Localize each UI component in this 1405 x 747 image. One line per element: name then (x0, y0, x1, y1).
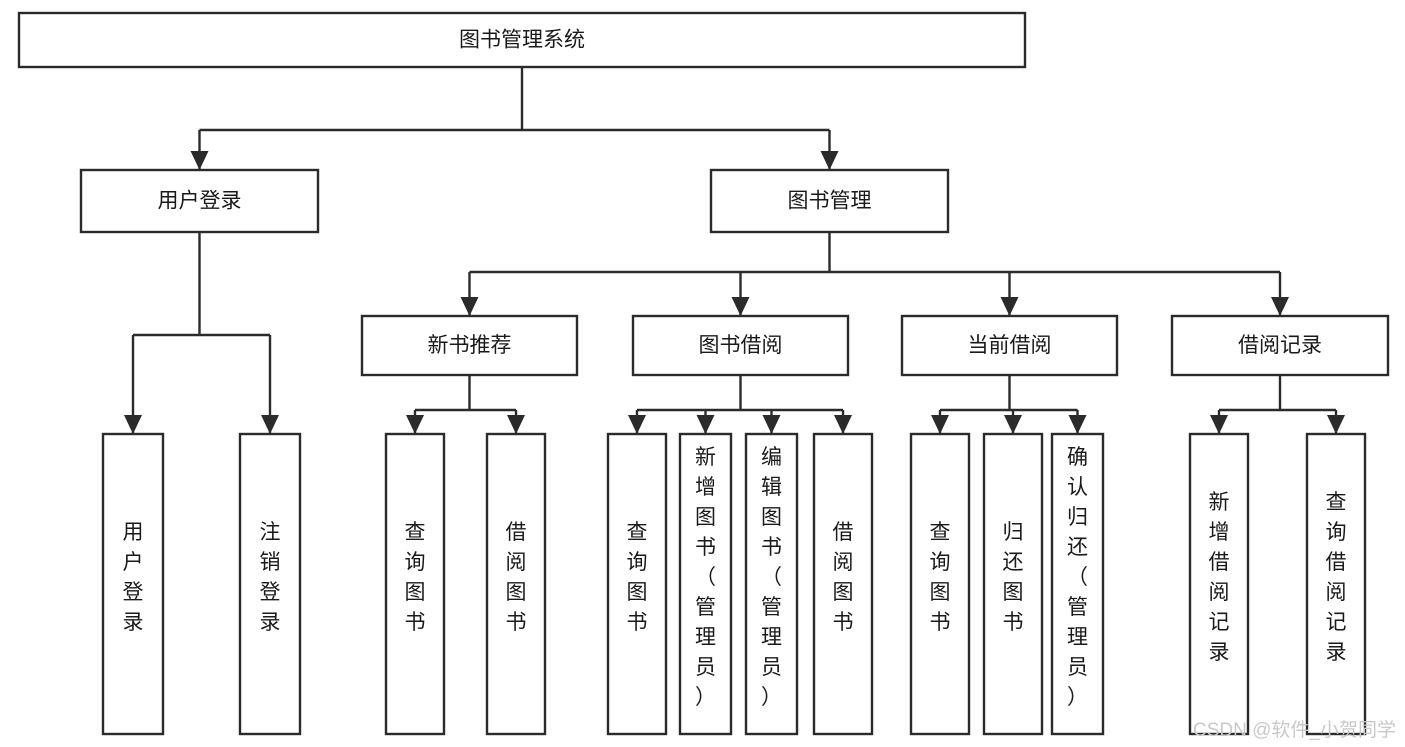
node-leaf-logout[interactable]: 注销登录 (238, 432, 302, 736)
node-box-current-borrow (900, 314, 1119, 377)
node-label-leaf-user-login: 用户登录 (123, 521, 144, 634)
node-label-leaf-query-book-current: 查询图书 (930, 521, 951, 634)
node-label-leaf-return-book: 归还图书 (1003, 521, 1024, 634)
node-leaf-add-borrow-record[interactable]: 新增借阅记录 (1188, 432, 1250, 736)
node-box-leaf-query-book-current (909, 432, 971, 736)
node-leaf-add-book[interactable]: 新增图书（管理员） (678, 432, 733, 736)
node-label-leaf-query-book-borrow: 查询图书 (627, 521, 648, 634)
node-box-borrow-record (1170, 314, 1390, 377)
conn-borrow-record-arrow-0 (1210, 415, 1228, 434)
node-book-manage[interactable]: 图书管理 (709, 168, 950, 234)
node-label-new-book-recommend: 新书推荐 (428, 334, 512, 357)
node-leaf-edit-book[interactable]: 编辑图书（管理员） (744, 432, 799, 736)
node-box-book-manage (709, 168, 950, 234)
node-box-leaf-edit-book (744, 432, 799, 736)
node-box-user-login (79, 168, 320, 234)
csdn-watermark: CSDN @软件_小贺同学 (1193, 719, 1396, 741)
conn-book-borrow-arrow-0 (628, 415, 646, 434)
conn-bookmanage-arrow-3 (1271, 297, 1289, 316)
node-box-new-book-recommend (360, 314, 579, 377)
node-label-root: 图书管理系统 (459, 29, 585, 52)
node-box-book-borrow (631, 314, 850, 377)
node-box-leaf-add-book (678, 432, 733, 736)
node-label-leaf-logout: 注销登录 (260, 521, 281, 634)
node-current-borrow[interactable]: 当前借阅 (900, 314, 1119, 377)
node-label-user-login: 用户登录 (158, 190, 242, 213)
conn-root-arrow-0 (190, 151, 209, 170)
node-leaf-borrow-book-rec[interactable]: 借阅图书 (485, 432, 547, 736)
conn-bookmanage-arrow-1 (731, 297, 750, 316)
conn-userlogin-arrow-0 (124, 415, 142, 434)
node-leaf-query-book-rec[interactable]: 查询图书 (384, 432, 446, 736)
conn-book-borrow-arrow-2 (762, 415, 781, 434)
node-box-leaf-user-login (101, 432, 165, 736)
conn-bookmanage-arrow-0 (460, 297, 479, 316)
node-box-leaf-return-book (982, 432, 1044, 736)
conn-book-borrow-arrow-1 (696, 415, 715, 434)
node-label-borrow-record: 借阅记录 (1238, 334, 1322, 357)
node-leaf-query-borrow-record[interactable]: 查询借阅记录 (1305, 432, 1367, 736)
conn-book-borrow-arrow-3 (834, 415, 852, 434)
node-box-leaf-query-book-rec (384, 432, 446, 736)
node-user-login[interactable]: 用户登录 (79, 168, 320, 234)
node-label-leaf-query-borrow-record: 查询借阅记录 (1326, 491, 1347, 664)
node-new-book-recommend[interactable]: 新书推荐 (360, 314, 579, 377)
node-label-leaf-add-book: 新增图书（管理员） (695, 446, 716, 709)
node-root[interactable]: 图书管理系统 (17, 11, 1027, 69)
node-label-book-borrow: 图书借阅 (699, 334, 783, 357)
node-label-leaf-confirm-return: 确认归还（管理员） (1067, 446, 1088, 709)
node-leaf-confirm-return[interactable]: 确认归还（管理员） (1050, 432, 1105, 736)
node-leaf-return-book[interactable]: 归还图书 (982, 432, 1044, 736)
conn-bookmanage-arrow-2 (1000, 297, 1019, 316)
node-box-root (17, 11, 1027, 69)
node-box-leaf-borrow-book (812, 432, 874, 736)
node-box-leaf-add-borrow-record (1188, 432, 1250, 736)
conn-userlogin-arrow-1 (261, 415, 279, 434)
connectors-layer (124, 67, 1345, 434)
node-borrow-record[interactable]: 借阅记录 (1170, 314, 1390, 377)
node-label-leaf-query-book-rec: 查询图书 (405, 521, 426, 634)
node-leaf-query-book-borrow[interactable]: 查询图书 (606, 432, 668, 736)
node-label-book-manage: 图书管理 (788, 190, 872, 213)
node-leaf-query-book-current[interactable]: 查询图书 (909, 432, 971, 736)
node-leaf-user-login[interactable]: 用户登录 (101, 432, 165, 736)
node-book-borrow[interactable]: 图书借阅 (631, 314, 850, 377)
node-label-current-borrow: 当前借阅 (968, 334, 1052, 357)
node-box-leaf-borrow-book-rec (485, 432, 547, 736)
node-box-leaf-confirm-return (1050, 432, 1105, 736)
node-box-leaf-logout (238, 432, 302, 736)
node-box-leaf-query-borrow-record (1305, 432, 1367, 736)
conn-borrow-record-arrow-1 (1327, 415, 1345, 434)
node-label-leaf-edit-book: 编辑图书（管理员） (761, 446, 782, 709)
node-label-leaf-borrow-book-rec: 借阅图书 (506, 521, 527, 634)
conn-current-borrow-arrow-2 (1068, 415, 1087, 434)
conn-current-borrow-arrow-1 (1004, 415, 1022, 434)
node-leaf-borrow-book[interactable]: 借阅图书 (812, 432, 874, 736)
conn-current-borrow-arrow-0 (931, 415, 949, 434)
node-label-leaf-borrow-book: 借阅图书 (833, 521, 854, 634)
conn-root-arrow-1 (820, 151, 839, 170)
conn-new-book-recommend-arrow-0 (406, 415, 424, 434)
nodes-layer: 图书管理系统用户登录图书管理新书推荐图书借阅当前借阅借阅记录用户登录注销登录查询… (17, 11, 1390, 736)
node-box-leaf-query-book-borrow (606, 432, 668, 736)
node-label-leaf-add-borrow-record: 新增借阅记录 (1209, 491, 1230, 664)
conn-new-book-recommend-arrow-1 (507, 415, 525, 434)
